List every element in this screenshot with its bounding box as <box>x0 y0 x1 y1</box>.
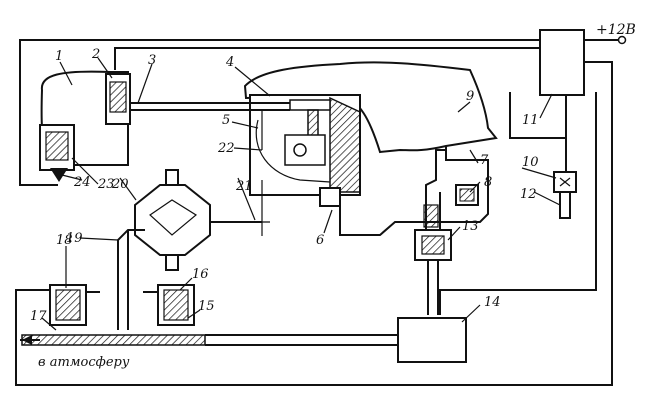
label-16: 16 <box>192 267 209 282</box>
label-14: 14 <box>484 295 501 310</box>
label-23: 23 <box>97 177 115 192</box>
controller-block <box>539 29 585 96</box>
supply-voltage-label: +12В <box>596 22 636 38</box>
throttle-mechanism <box>249 94 489 236</box>
switch-unit <box>553 171 577 219</box>
label-17: 17 <box>30 309 47 324</box>
label-6: 6 <box>316 233 324 248</box>
callout-numbers: 1 2 3 4 5 6 7 8 9 10 11 12 13 14 15 16 1… <box>30 47 539 324</box>
label-18: 18 <box>56 233 73 248</box>
control-rod <box>128 102 290 111</box>
label-20: 20 <box>111 177 129 192</box>
exhaust-caption: в атмосферу <box>38 355 130 370</box>
exhaust-arrow-icon <box>22 335 32 345</box>
label-8: 8 <box>484 175 492 190</box>
label-24: 24 <box>73 175 91 190</box>
label-9: 9 <box>466 89 474 104</box>
terminal-node <box>617 35 627 45</box>
actuator-body <box>39 70 131 182</box>
label-4: 4 <box>225 55 234 70</box>
solenoid-valves: в атмосферу <box>20 284 398 370</box>
label-22: 22 <box>217 141 235 156</box>
label-1: 1 <box>55 49 63 64</box>
label-21: 21 <box>235 179 253 194</box>
label-2: 2 <box>91 47 100 62</box>
label-12: 12 <box>520 187 537 202</box>
label-3: 3 <box>148 53 156 68</box>
label-13: 13 <box>462 219 479 234</box>
supply-terminal: +12В <box>580 22 636 45</box>
label-5: 5 <box>222 113 230 128</box>
valve-and-tank <box>397 149 479 363</box>
engine-housing <box>243 61 498 154</box>
vacuum-chamber <box>117 169 270 330</box>
wiring-loop <box>15 39 613 386</box>
label-15: 15 <box>198 299 215 314</box>
label-19: 19 <box>66 231 83 246</box>
label-7: 7 <box>480 153 489 168</box>
label-11: 11 <box>522 113 539 128</box>
callout-leaders <box>41 57 561 331</box>
label-10: 10 <box>522 155 539 170</box>
